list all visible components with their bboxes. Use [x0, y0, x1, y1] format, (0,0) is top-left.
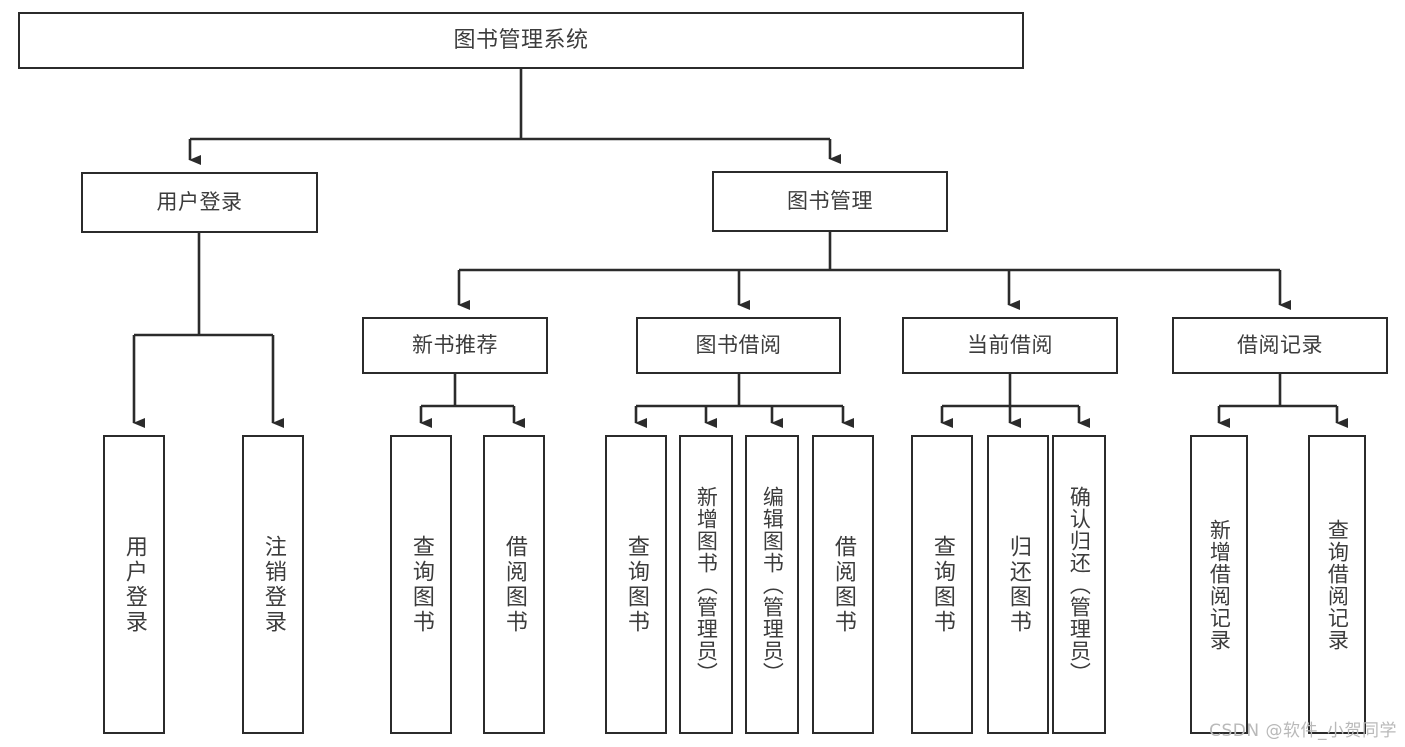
node-label: 查询图书 [623, 534, 649, 635]
leaf-confirm-return-admin[interactable]: 确认归还（管理员） [1052, 435, 1106, 734]
node-label: 新增图书（管理员） [694, 485, 719, 684]
leaf-borrow-book-1[interactable]: 借阅图书 [483, 435, 545, 734]
node-borrow-record[interactable]: 借阅记录 [1172, 317, 1388, 374]
leaf-query-book-3[interactable]: 查询图书 [911, 435, 973, 734]
node-book-borrow[interactable]: 图书借阅 [636, 317, 841, 374]
node-label: 图书管理 [787, 189, 873, 214]
node-label: 用户登录 [121, 534, 147, 635]
node-book-management[interactable]: 图书管理 [712, 171, 948, 232]
node-label: 确认归还（管理员） [1067, 485, 1092, 684]
node-new-book-recommend[interactable]: 新书推荐 [362, 317, 548, 374]
node-label: 用户登录 [156, 190, 243, 215]
leaf-query-book-2[interactable]: 查询图书 [605, 435, 667, 734]
node-label: 图书借阅 [695, 333, 782, 358]
node-label: 当前借阅 [967, 333, 1053, 358]
node-user-login[interactable]: 用户登录 [81, 172, 318, 233]
leaf-add-book-admin[interactable]: 新增图书（管理员） [679, 435, 733, 734]
node-label: 注销登录 [260, 534, 286, 635]
node-label: 查询图书 [929, 534, 955, 635]
leaf-user-login[interactable]: 用户登录 [103, 435, 165, 734]
node-label: 新增借阅记录 [1207, 518, 1232, 651]
node-label: 借阅图书 [501, 534, 527, 635]
node-label: 借阅记录 [1237, 333, 1323, 358]
watermark: CSDN @软件_小贺同学 [1209, 721, 1397, 741]
node-label: 图书管理系统 [453, 27, 589, 53]
node-label: 查询借阅记录 [1325, 518, 1350, 651]
node-label: 归还图书 [1005, 534, 1031, 635]
node-label: 查询图书 [408, 534, 434, 635]
leaf-return-book[interactable]: 归还图书 [987, 435, 1049, 734]
node-label: 编辑图书（管理员） [760, 485, 785, 684]
leaf-query-borrow-record[interactable]: 查询借阅记录 [1308, 435, 1366, 734]
leaf-edit-book-admin[interactable]: 编辑图书（管理员） [745, 435, 799, 734]
leaf-borrow-book-2[interactable]: 借阅图书 [812, 435, 874, 734]
node-label: 借阅图书 [830, 534, 856, 635]
leaf-logout[interactable]: 注销登录 [242, 435, 304, 734]
node-current-borrow[interactable]: 当前借阅 [902, 317, 1118, 374]
node-label: 新书推荐 [412, 333, 498, 358]
leaf-query-book-1[interactable]: 查询图书 [390, 435, 452, 734]
leaf-add-borrow-record[interactable]: 新增借阅记录 [1190, 435, 1248, 734]
node-root[interactable]: 图书管理系统 [18, 12, 1024, 69]
